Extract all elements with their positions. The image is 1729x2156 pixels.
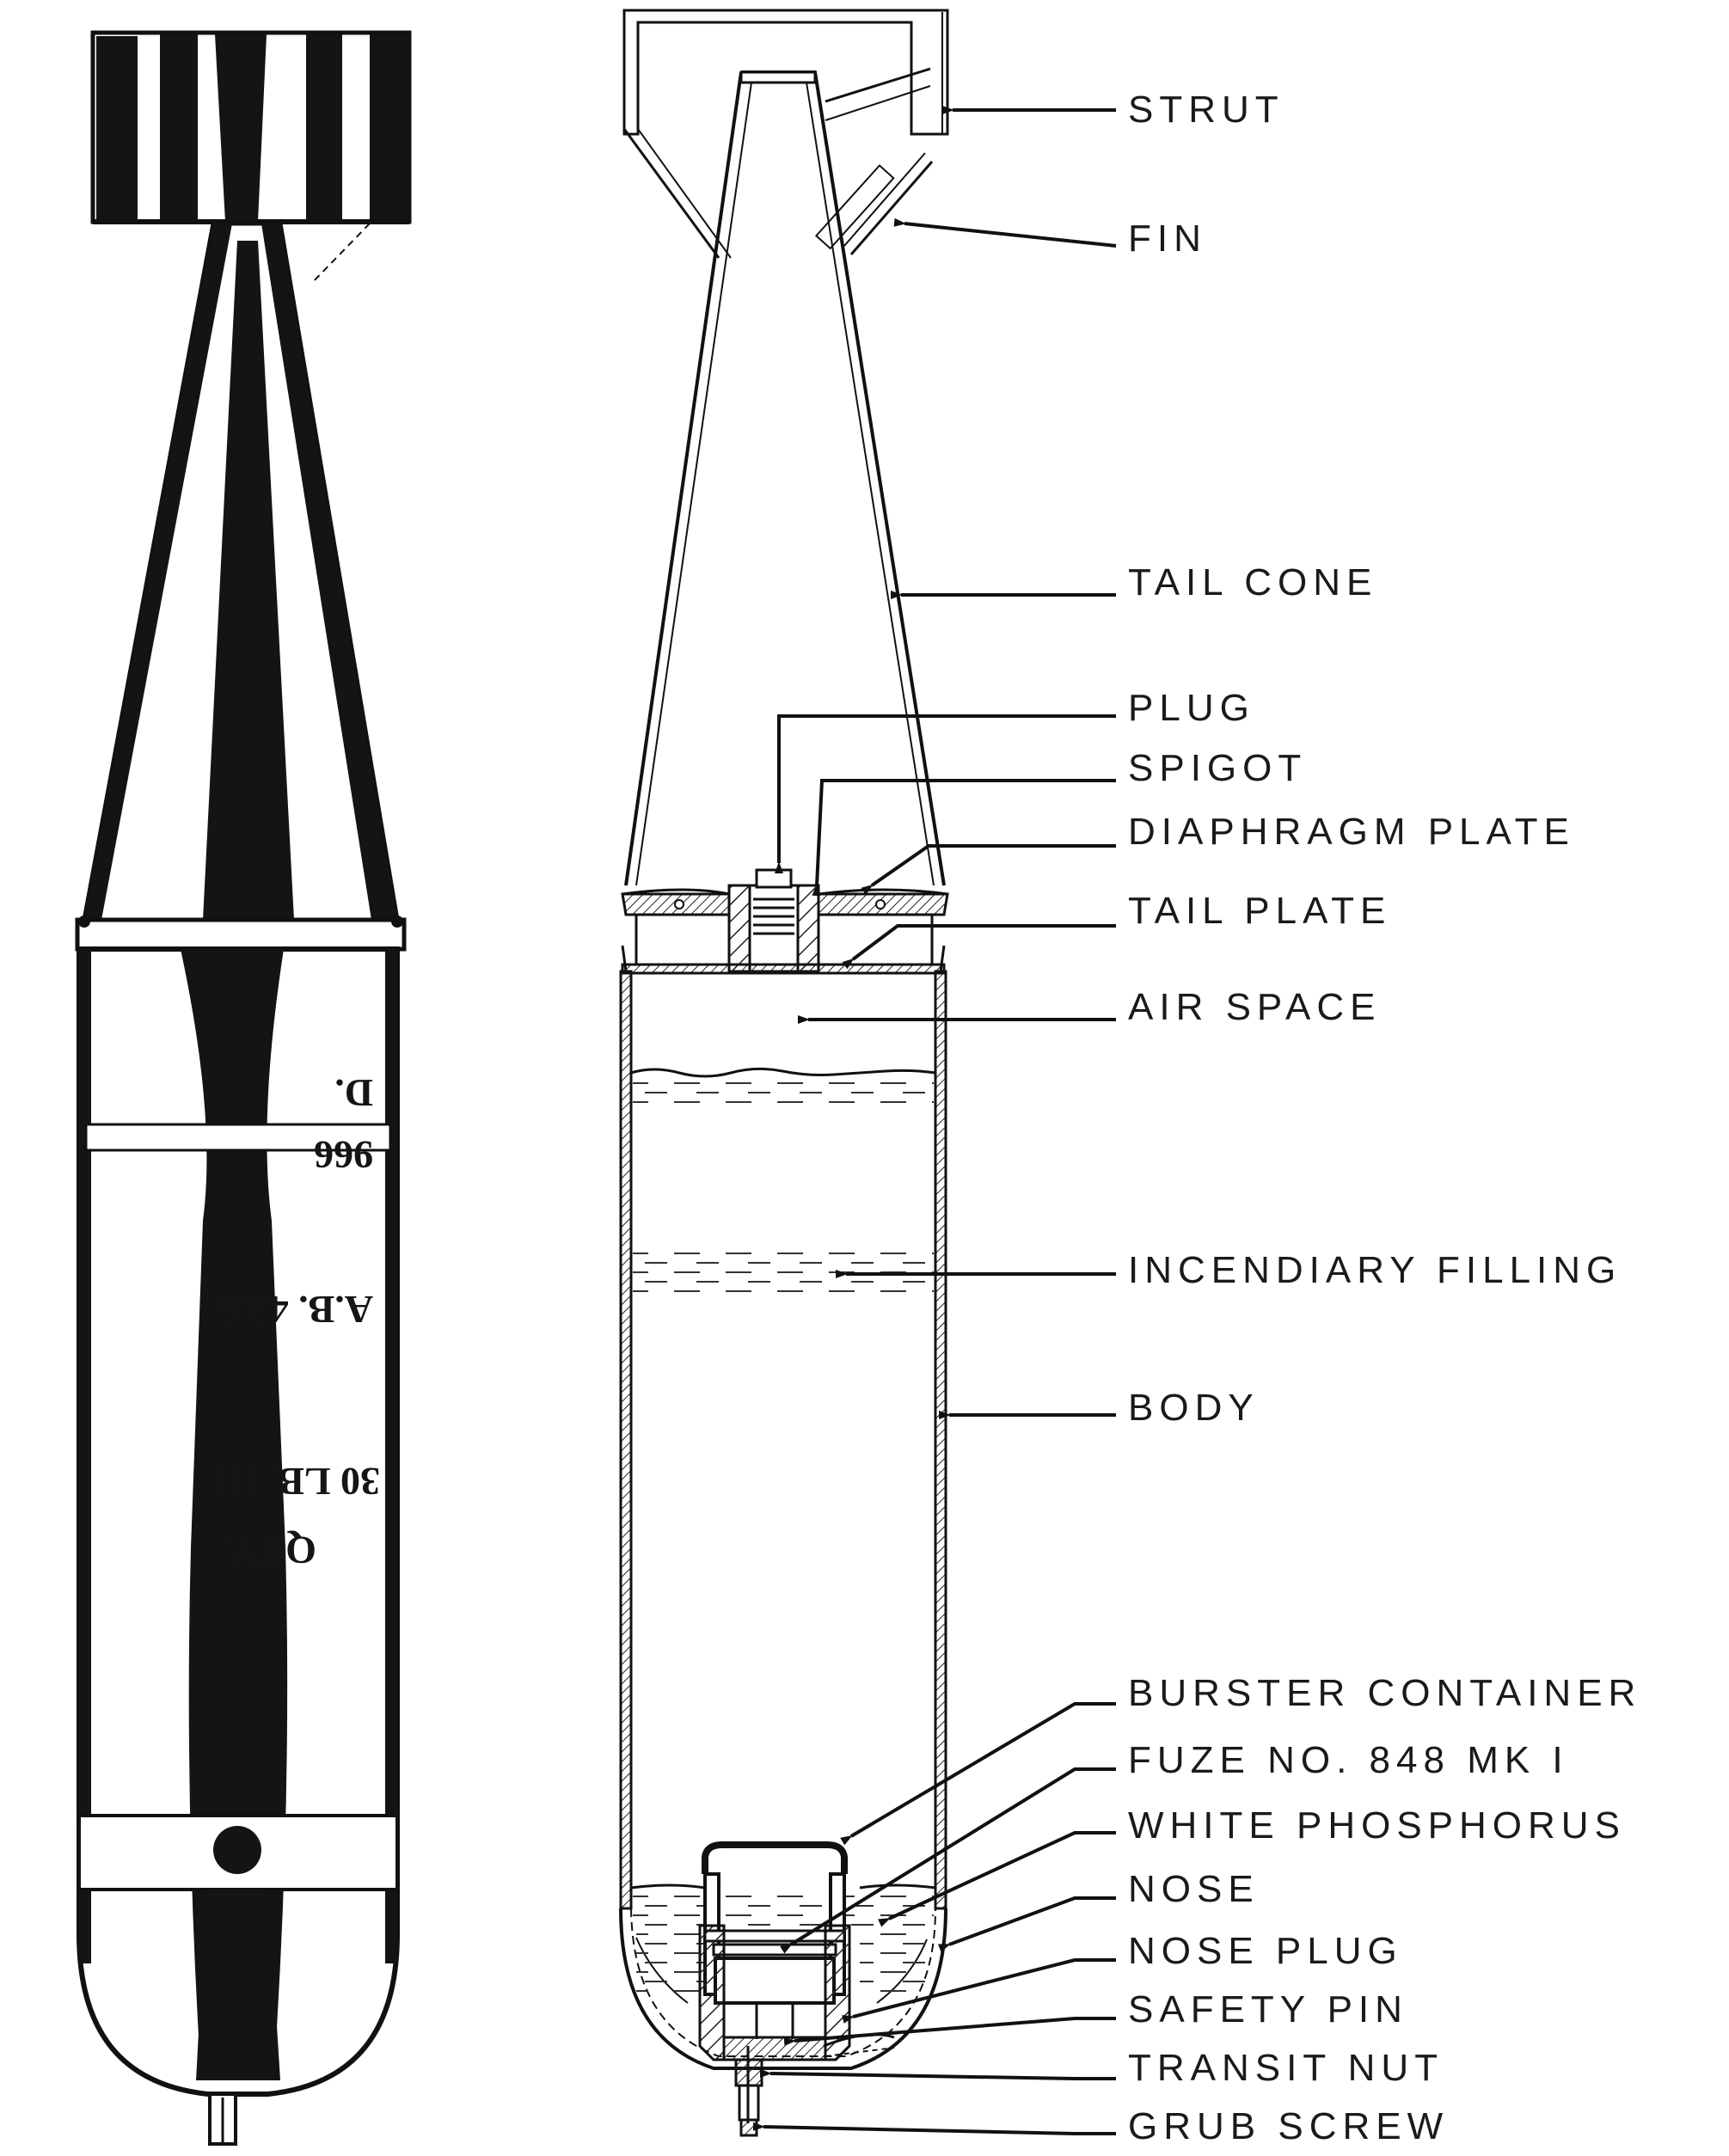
stencil-line-4: 966 — [314, 1133, 373, 1177]
label-incendiary-filling: INCENDIARY FILLING — [1128, 1249, 1622, 1291]
spigot-threads — [753, 897, 794, 935]
leader-burster-container — [840, 1702, 1116, 1846]
body-stencil: QTY. 30 LB. III A.B. 42.6 966 D. — [212, 1071, 380, 1572]
external-nose-stub — [208, 2092, 237, 2146]
external-body: QTY. 30 LB. III A.B. 42.6 966 D. — [77, 946, 400, 2097]
label-spigot: SPIGOT — [1128, 747, 1307, 789]
leader-tail-plate — [842, 924, 1116, 970]
leader-lines — [752, 106, 1117, 2135]
label-fin: FIN — [1128, 217, 1207, 260]
label-tail-plate: TAIL PLATE — [1128, 890, 1391, 932]
leader-nose-plug — [842, 1958, 1116, 2024]
label-nose: NOSE — [1128, 1868, 1260, 1910]
label-fuze: FUZE NO. 848 MK I — [1128, 1739, 1569, 1781]
leader-safety-pin — [783, 2017, 1116, 2046]
leader-fuze — [780, 1767, 1116, 1954]
leader-diaphragm-plate — [861, 844, 1116, 895]
label-plug: PLUG — [1128, 687, 1255, 729]
label-diaphragm-plate: DIAPHRAGM PLATE — [1128, 811, 1575, 853]
fins — [622, 67, 934, 259]
leader-white-phosphorus — [878, 1831, 1116, 1927]
stencil-line-5: D. — [334, 1071, 373, 1115]
label-tail-cone: TAIL CONE — [1128, 561, 1377, 603]
label-safety-pin: SAFETY PIN — [1128, 1988, 1408, 2030]
tail-plate-assembly — [621, 868, 949, 975]
label-white-phosphorus: WHITE PHOSPHORUS — [1128, 1804, 1626, 1847]
leader-spigot — [812, 779, 1116, 897]
burster-container — [698, 1841, 895, 2137]
external-view: QTY. 30 LB. III A.B. 42.6 966 D. — [75, 30, 412, 2146]
label-transit-nut: TRANSIT NUT — [1128, 2047, 1444, 2089]
label-grub-screw: GRUB SCREW — [1128, 2105, 1449, 2147]
external-joint-band — [75, 916, 407, 952]
label-air-space: AIR SPACE — [1128, 986, 1381, 1028]
leader-transit-nut — [759, 2068, 1116, 2080]
tail-drum — [90, 30, 412, 224]
sectional-tail-cone — [624, 70, 946, 886]
leader-plug — [775, 714, 1116, 873]
sectional-body — [619, 970, 947, 1927]
stencil-line-2: 30 LB. III — [212, 1460, 380, 1504]
leader-fin — [893, 217, 1117, 248]
label-burster-container: BURSTER CONTAINER — [1128, 1672, 1641, 1714]
leader-grub-screw — [752, 2122, 1116, 2135]
external-tail-cone — [81, 221, 400, 922]
label-nose-plug: NOSE PLUG — [1128, 1930, 1403, 1972]
label-strut: STRUT — [1128, 89, 1284, 131]
labels: STRUT FIN TAIL CONE PLUG SPIGOT DIAPHRAG… — [1128, 89, 1641, 2147]
label-body: BODY — [1128, 1387, 1260, 1429]
stencil-line-3: A.B. 42.6 — [219, 1288, 373, 1332]
sectional-view — [619, 9, 949, 2137]
leader-nose — [938, 1896, 1116, 1952]
stencil-line-1: QTY. — [224, 1528, 316, 1572]
